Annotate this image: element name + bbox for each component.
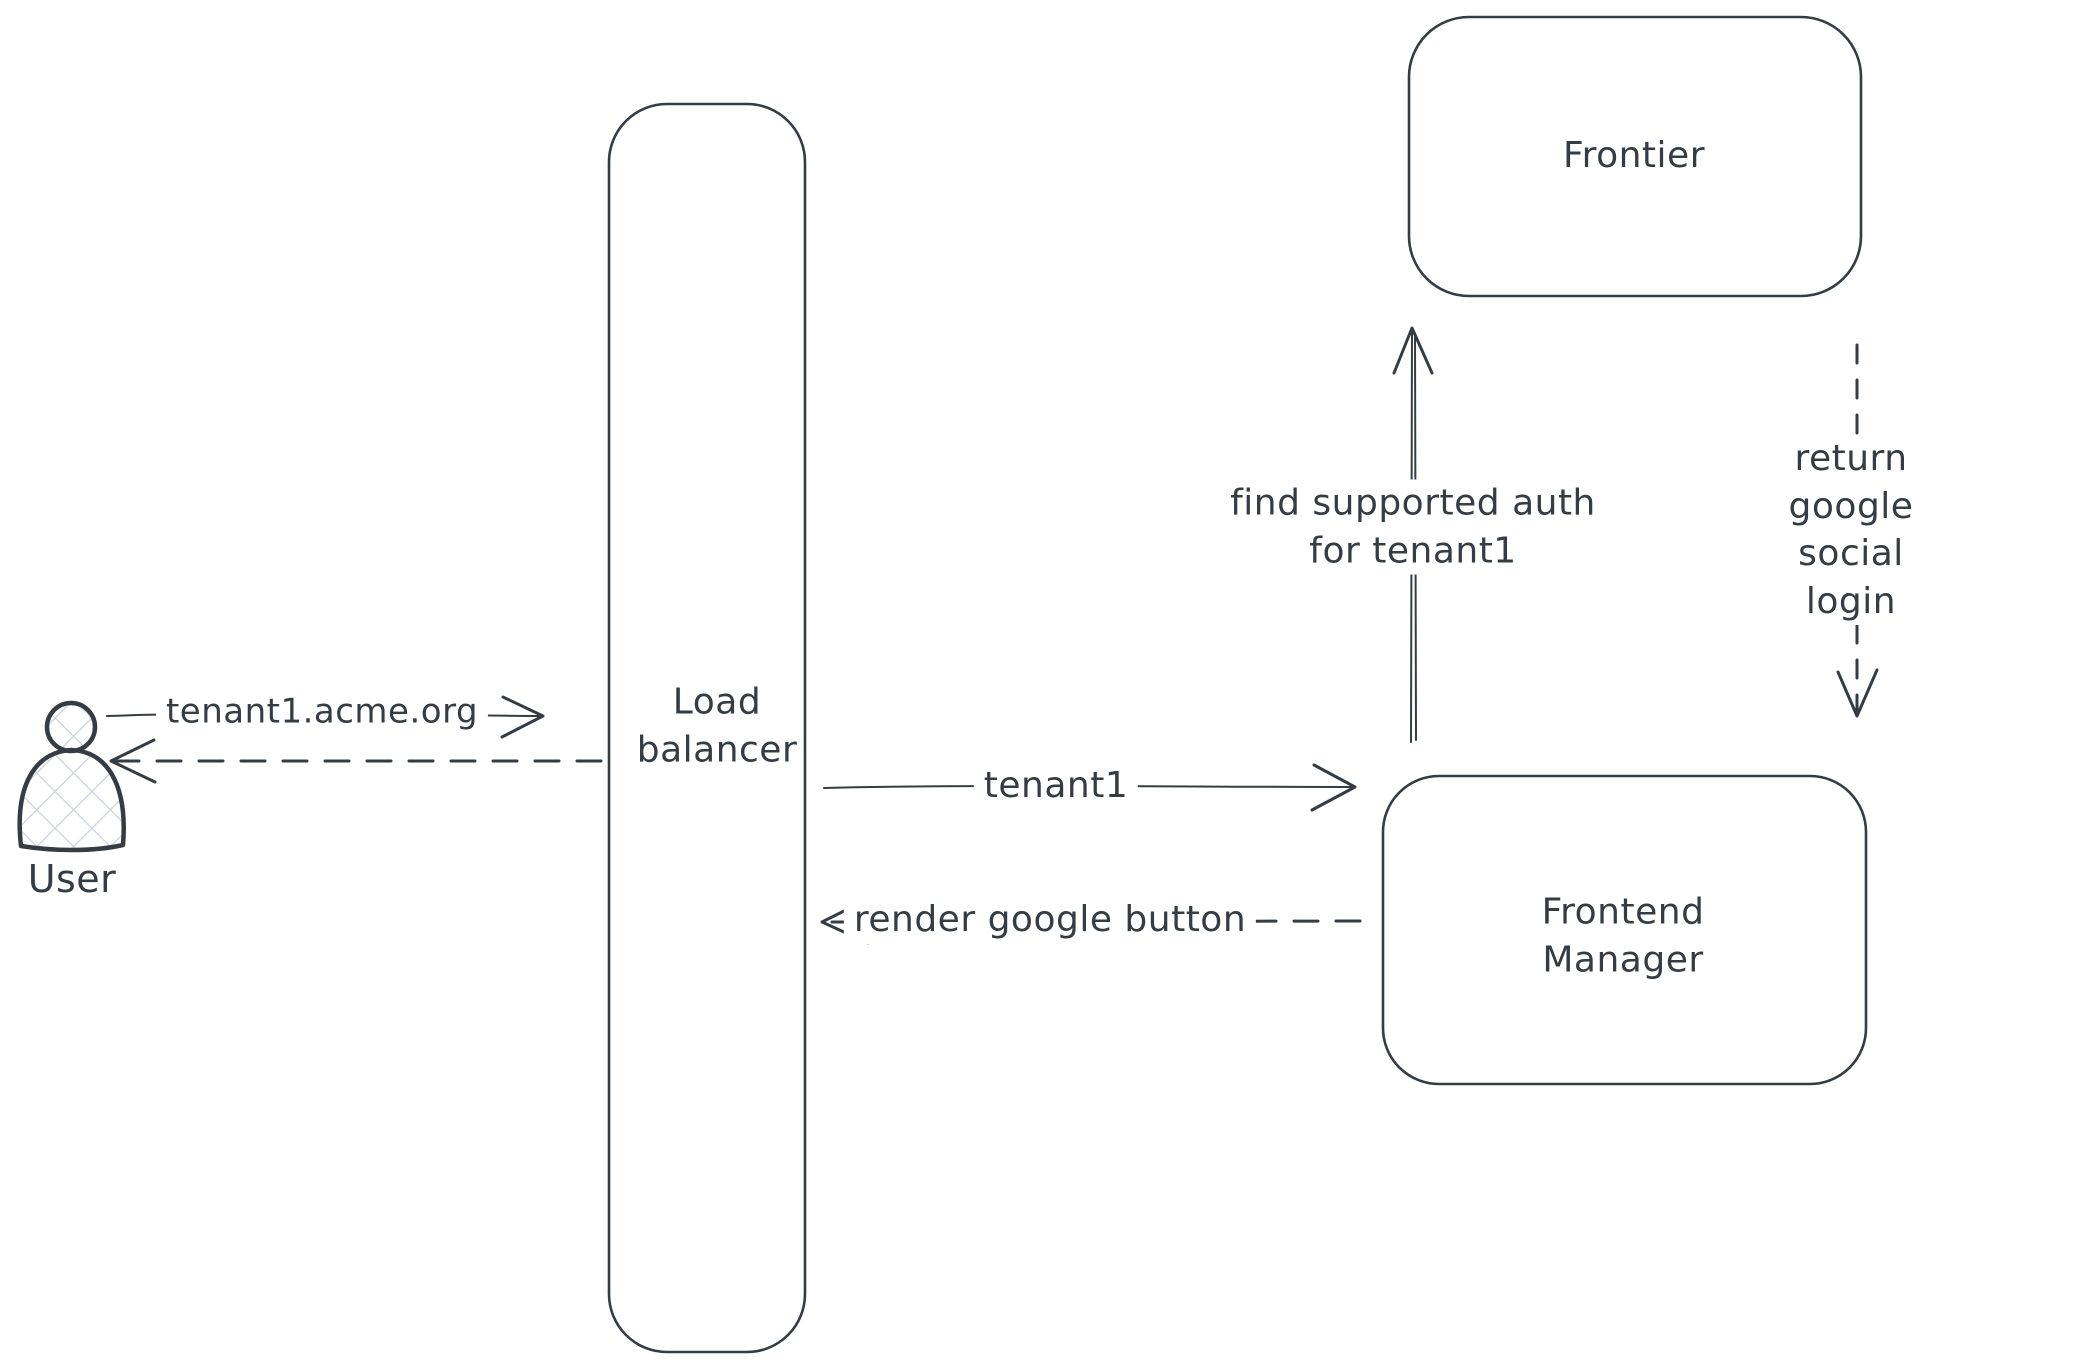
person-icon — [17, 700, 126, 853]
arrow-label-tenant1-acme-org: tenant1.acme.org — [155, 689, 489, 735]
frontier-label: Frontier — [1562, 135, 1706, 177]
frontend-manager-label: Frontend Manager — [1541, 891, 1705, 980]
frontend-manager-box — [1381, 774, 1868, 1086]
user-label: User — [27, 856, 117, 901]
load-balancer-label: Load balancer — [636, 681, 798, 770]
load-balancer-box — [607, 102, 807, 1354]
arrow-load-balancer-to-user — [109, 738, 603, 784]
arrow-label-return-google-social-login: return google social login — [1735, 434, 1967, 626]
arrow-label-render-google-button: render google button — [843, 896, 1257, 944]
arrow-label-find-supported-auth: find supported auth for tenant1 — [1220, 479, 1606, 575]
frontier-box — [1407, 15, 1863, 298]
arrow-label-tenant1: tenant1 — [973, 762, 1139, 810]
